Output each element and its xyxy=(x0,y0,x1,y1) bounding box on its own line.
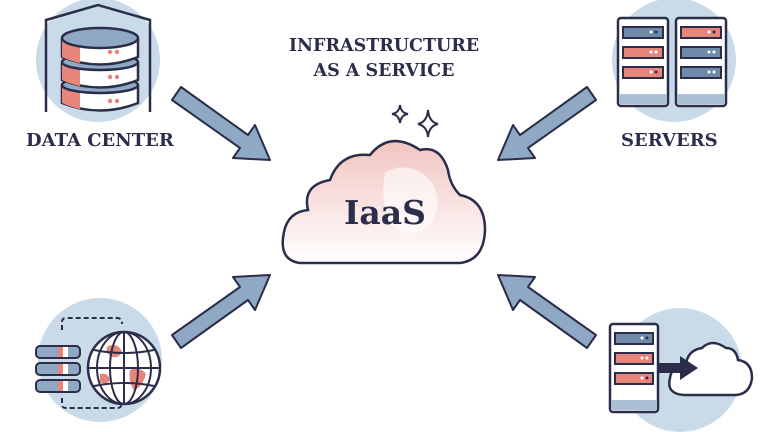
server-racks-icon xyxy=(612,0,736,122)
iaas-label: IaaS xyxy=(343,193,427,232)
title-line-1: INFRASTRUCTURE xyxy=(288,36,480,56)
server-to-cloud-icon xyxy=(608,308,754,432)
globe-storage-icon xyxy=(35,298,162,422)
data-center-label: DATA CENTER xyxy=(26,130,174,151)
diagram-title: INFRASTRUCTURE AS A SERVICE xyxy=(284,34,484,84)
database-building-icon xyxy=(36,0,160,122)
servers-label: SERVERS xyxy=(621,130,718,151)
title-line-2: AS A SERVICE xyxy=(313,61,455,81)
cloud-icon xyxy=(281,104,487,265)
